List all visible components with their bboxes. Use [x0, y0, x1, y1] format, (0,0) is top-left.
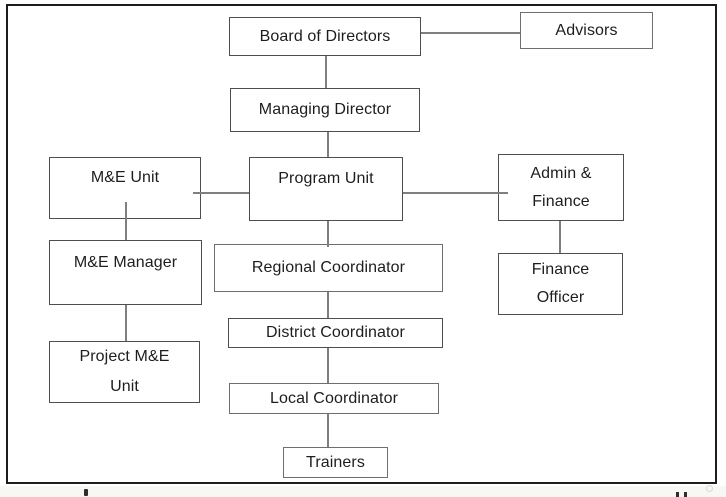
- node-label: District Coordinator: [266, 324, 405, 341]
- chart-frame: [6, 4, 717, 484]
- node-label-line1: Finance: [531, 261, 590, 278]
- node-local-coordinator: Local Coordinator: [229, 383, 439, 414]
- connector-program-regional: [327, 221, 329, 247]
- node-advisors: Advisors: [520, 12, 653, 49]
- node-label-line1: Project M&E: [79, 348, 170, 365]
- node-label: M&E Manager: [73, 253, 178, 271]
- node-project-me-unit: Project M&E Unit: [49, 341, 200, 403]
- node-finance-officer: Finance Officer: [498, 253, 623, 315]
- node-label-line1: Admin &: [530, 164, 592, 182]
- node-label: Board of Directors: [259, 27, 391, 45]
- node-label: M&E Unit: [90, 169, 160, 186]
- cropped-text-artifact: [706, 485, 713, 492]
- page-bottom-strip: [0, 486, 726, 497]
- node-label: Trainers: [306, 453, 365, 471]
- node-label: Local Coordinator: [270, 389, 398, 407]
- connector-adminfinance-financeofficer: [559, 221, 561, 253]
- node-label: Advisors: [555, 21, 618, 39]
- node-label-line2: Officer: [536, 289, 585, 306]
- node-label: Managing Director: [258, 101, 392, 118]
- node-label: Program Unit: [278, 170, 374, 187]
- connector-board-advisors: [421, 32, 520, 34]
- cropped-text-artifact: [84, 489, 88, 496]
- connector-board-managing-director: [325, 56, 327, 88]
- node-board-of-directors: Board of Directors: [229, 17, 421, 56]
- connector-program-adminfinance: [403, 192, 508, 194]
- node-program-unit: Program Unit: [249, 157, 403, 221]
- connector-meunit-memanager: [125, 202, 127, 240]
- cropped-text-artifact: [684, 492, 687, 497]
- connector-district-local: [327, 348, 329, 383]
- node-label-line2: Finance: [532, 192, 590, 210]
- connector-managing-program: [327, 132, 329, 157]
- node-regional-coordinator: Regional Coordinator: [214, 244, 443, 292]
- cropped-text-artifact: [676, 492, 679, 497]
- node-admin-finance: Admin & Finance: [498, 154, 624, 221]
- node-label-line2: Unit: [110, 378, 139, 395]
- connector-memanager-projectme: [125, 305, 127, 341]
- node-managing-director: Managing Director: [230, 88, 420, 132]
- node-trainers: Trainers: [283, 447, 388, 478]
- connector-meunit-program: [193, 192, 249, 194]
- node-label: Regional Coordinator: [251, 259, 406, 276]
- node-me-manager: M&E Manager: [49, 240, 202, 305]
- connector-local-trainers: [327, 414, 329, 447]
- node-district-coordinator: District Coordinator: [228, 318, 443, 348]
- connector-regional-district: [327, 292, 329, 318]
